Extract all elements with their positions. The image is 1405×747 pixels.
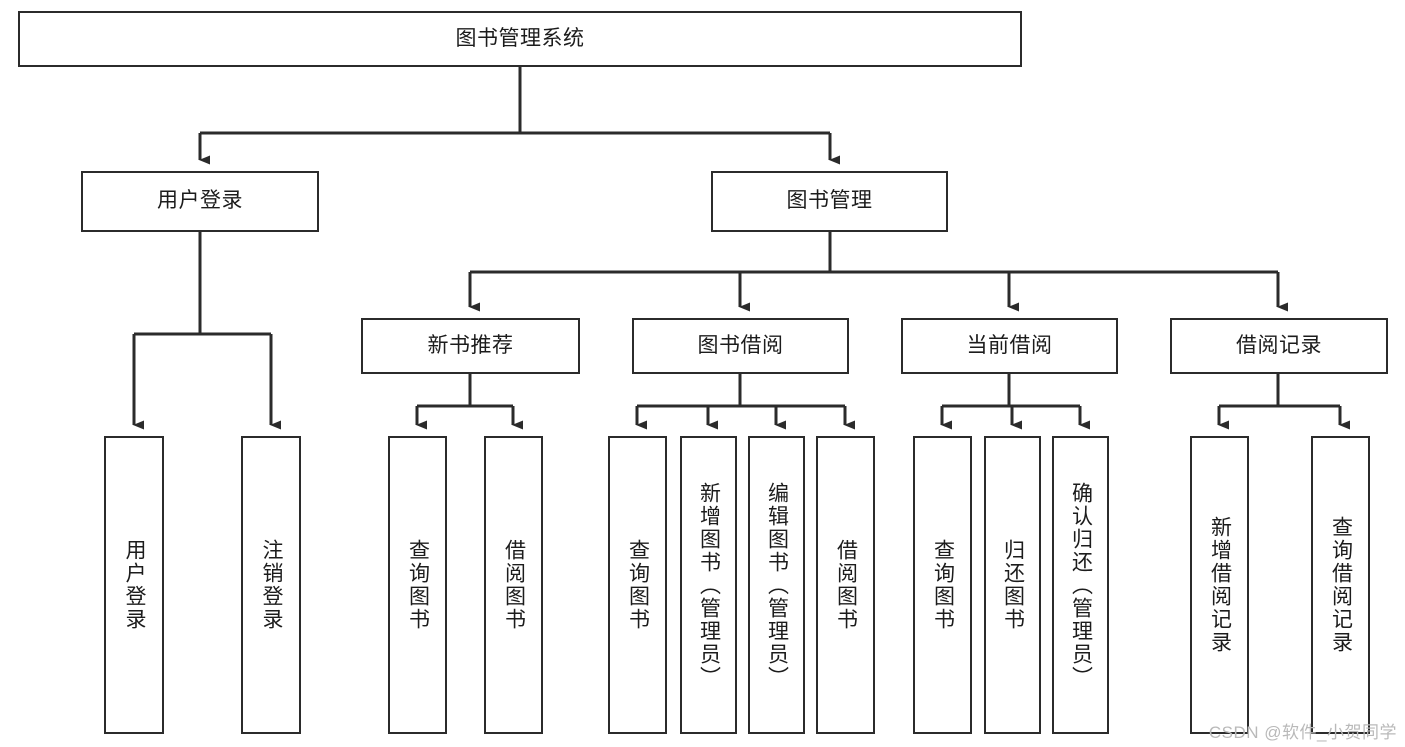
node-leaf-edit-book-label: 编辑图书（管理员）: [765, 481, 789, 689]
node-leaf-query-borrow-record-label: 查询借阅记录: [1329, 516, 1353, 654]
node-leaf-query-book-current[interactable]: 查询图书: [913, 436, 972, 734]
node-leaf-query-book-recommend-label: 查询图书: [406, 539, 430, 631]
node-leaf-user-logout-label: 注销登录: [260, 539, 284, 631]
node-leaf-query-book-current-label: 查询图书: [931, 539, 955, 631]
node-leaf-borrow-book-label: 借阅图书: [834, 539, 858, 631]
node-borrow-record-label: 借阅记录: [1236, 333, 1322, 357]
node-book-borrow[interactable]: 图书借阅: [632, 318, 849, 374]
node-leaf-add-book[interactable]: 新增图书（管理员）: [680, 436, 737, 734]
node-root-label: 图书管理系统: [455, 26, 585, 50]
node-leaf-return-book[interactable]: 归还图书: [984, 436, 1041, 734]
node-user-login-label: 用户登录: [157, 189, 243, 213]
node-leaf-confirm-return-label: 确认归还（管理员）: [1069, 481, 1093, 689]
node-leaf-edit-book[interactable]: 编辑图书（管理员）: [748, 436, 805, 734]
node-root[interactable]: 图书管理系统: [18, 11, 1022, 67]
node-leaf-user-login-label: 用户登录: [123, 539, 147, 631]
node-leaf-add-book-label: 新增图书（管理员）: [697, 481, 721, 689]
node-leaf-add-borrow-record[interactable]: 新增借阅记录: [1190, 436, 1249, 734]
node-current-borrow[interactable]: 当前借阅: [901, 318, 1118, 374]
node-leaf-query-book-borrow-label: 查询图书: [626, 539, 650, 631]
node-new-book-recommend[interactable]: 新书推荐: [361, 318, 580, 374]
node-leaf-return-book-label: 归还图书: [1001, 539, 1025, 631]
node-leaf-query-book-recommend[interactable]: 查询图书: [388, 436, 447, 734]
node-current-borrow-label: 当前借阅: [966, 333, 1053, 357]
node-leaf-add-borrow-record-label: 新增借阅记录: [1208, 516, 1232, 654]
node-leaf-borrow-book-recommend-label: 借阅图书: [502, 539, 526, 631]
node-leaf-query-book-borrow[interactable]: 查询图书: [608, 436, 667, 734]
node-borrow-record[interactable]: 借阅记录: [1170, 318, 1388, 374]
node-leaf-user-logout[interactable]: 注销登录: [241, 436, 301, 734]
node-leaf-confirm-return[interactable]: 确认归还（管理员）: [1052, 436, 1109, 734]
node-book-borrow-label: 图书借阅: [697, 333, 784, 357]
node-leaf-borrow-book-recommend[interactable]: 借阅图书: [484, 436, 543, 734]
node-book-manage[interactable]: 图书管理: [711, 171, 948, 232]
node-book-manage-label: 图书管理: [786, 189, 873, 213]
node-leaf-borrow-book[interactable]: 借阅图书: [816, 436, 875, 734]
node-leaf-query-borrow-record[interactable]: 查询借阅记录: [1311, 436, 1370, 734]
node-leaf-user-login[interactable]: 用户登录: [104, 436, 164, 734]
node-user-login[interactable]: 用户登录: [81, 171, 319, 232]
node-new-book-recommend-label: 新书推荐: [427, 333, 514, 357]
